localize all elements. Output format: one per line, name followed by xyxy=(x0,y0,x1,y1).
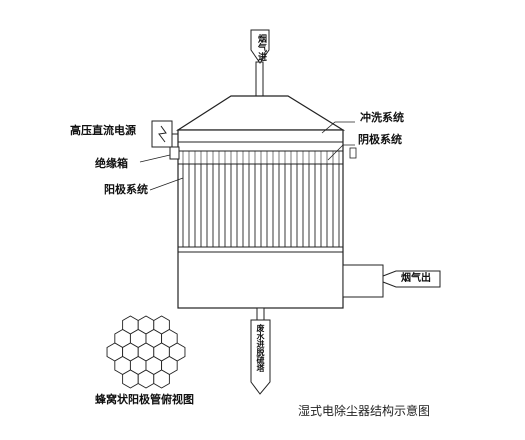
gas-inlet-label: 烟气进 xyxy=(256,34,266,61)
anode-tube-lines xyxy=(182,151,340,247)
gas-outlet-label: 烟气出 xyxy=(401,273,431,284)
outlet-box xyxy=(342,264,384,298)
honeycomb-cell xyxy=(137,369,155,389)
waste-water-label: 废水进脱硫塔 xyxy=(256,324,265,372)
drain-arrow xyxy=(250,319,271,395)
flush-leader xyxy=(321,121,355,134)
insulation-box-label: 绝缘箱 xyxy=(95,157,128,170)
honeycomb-cell xyxy=(122,369,139,389)
honeycomb-caption: 蜂窝状阳极管俯视图 xyxy=(95,393,194,406)
power-supply-label: 高压直流电源 xyxy=(70,124,136,137)
cathode-marker xyxy=(349,147,357,159)
inlet-arrow xyxy=(250,29,270,64)
anode-leader xyxy=(149,177,184,191)
diagram-title: 湿式电除尘器结构示意图 xyxy=(298,404,431,418)
main-body xyxy=(177,129,344,309)
top-hood xyxy=(175,95,346,131)
honeycomb-top-view xyxy=(106,315,186,389)
anode-system-label: 阳极系统 xyxy=(104,183,148,196)
outlet-arrow xyxy=(382,270,441,288)
cathode-system-label: 阴极系统 xyxy=(358,133,402,146)
insulation-box xyxy=(169,146,180,160)
insulation-leader xyxy=(139,154,171,163)
lightning-icon xyxy=(158,125,167,143)
honeycomb-cell xyxy=(153,369,170,389)
drain-pipe xyxy=(256,307,265,321)
cathode-leader xyxy=(327,144,355,161)
inlet-pipe xyxy=(255,61,264,97)
flush-system-label: 冲洗系统 xyxy=(360,111,404,124)
